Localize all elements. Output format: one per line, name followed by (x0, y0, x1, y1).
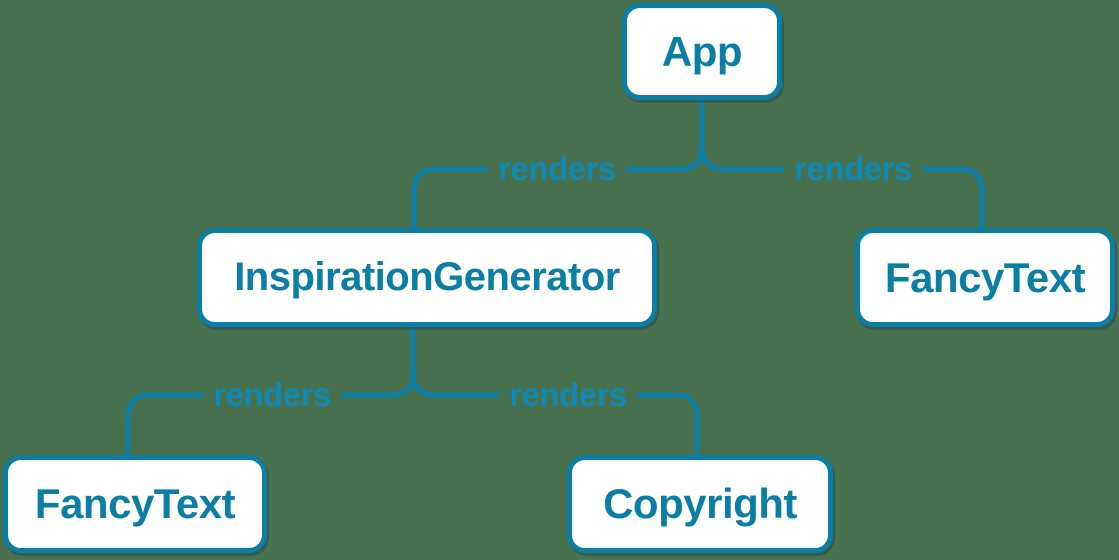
edge-label-renders-app-inspirationgenerator: renders (488, 150, 626, 188)
edge-label-renders-inspirationgenerator-copyright: renders (499, 376, 637, 414)
node-fancy-text-bottom: FancyText (3, 455, 267, 553)
node-fancy-text-top: FancyText (855, 228, 1115, 327)
edge-label-renders-inspirationgenerator-fancytext: renders (203, 376, 341, 414)
edge-label-renders-app-fancytext: renders (784, 150, 922, 188)
node-app: App (622, 3, 782, 100)
node-copyright: Copyright (567, 455, 833, 553)
node-inspiration-generator: InspirationGenerator (197, 228, 657, 327)
